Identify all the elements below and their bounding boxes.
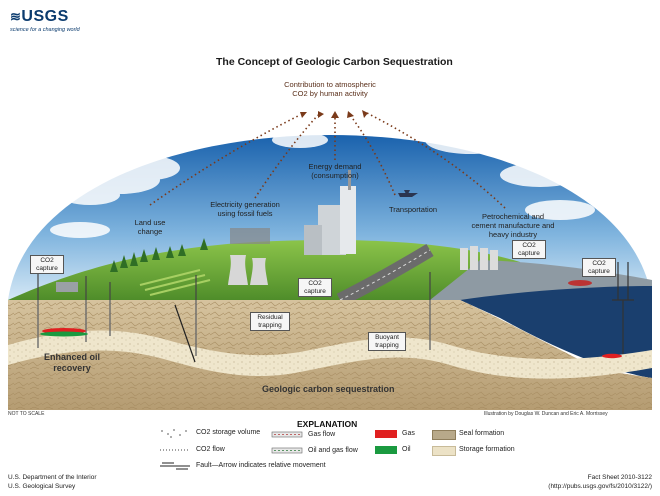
buoyant-line2: trapping: [375, 341, 399, 349]
industry-tanks: [460, 246, 498, 270]
ship: [568, 280, 592, 286]
label-electricity: Electricity generation using fossil fuel…: [200, 200, 290, 218]
oil-gas-flow-swatch: [271, 447, 303, 454]
co2-capture-left: CO2 capture: [30, 255, 64, 274]
label-electricity-line2: using fossil fuels: [217, 209, 273, 218]
label-land-use-line1: Land use: [134, 218, 166, 227]
legend-storage-swatch: [432, 446, 456, 456]
illustration-credit: Illustration by Douglas W. Duncan and Er…: [484, 411, 608, 417]
label-energy-line2: (consumption): [311, 171, 359, 180]
legend-seal-swatch: [432, 430, 456, 440]
co2-capture-offshore-line2: capture: [588, 267, 610, 275]
label-electricity-line1: Electricity generation: [210, 200, 280, 209]
legend-gas-flow: Gas flow: [308, 431, 336, 438]
not-to-scale: NOT TO SCALE: [8, 411, 45, 417]
offshore-rig: [612, 262, 634, 360]
label-energy: Energy demand (consumption): [295, 162, 375, 180]
legend-oil: Oil: [402, 446, 411, 453]
fault-swatch: [160, 462, 190, 470]
label-energy-line1: Energy demand: [308, 162, 362, 171]
label-petro-line2: cement manufacture and: [471, 221, 555, 230]
oil-trap: [40, 331, 88, 337]
label-land-use-line2: change: [137, 227, 163, 236]
co2-capture-left-line2: capture: [36, 264, 58, 272]
legend-seal: Seal formation: [459, 430, 505, 437]
residual-line2: trapping: [258, 321, 282, 329]
legend-co2-flow: CO2 flow: [196, 446, 225, 453]
legend-storage: Storage formation: [459, 446, 515, 453]
label-petrochemical: Petrochemical and cement manufacture and…: [458, 212, 568, 239]
usgs-logo: ≋USGS: [10, 8, 69, 26]
legend-oil-swatch: [375, 446, 397, 454]
label-buoyant-trapping: Buoyant trapping: [368, 332, 406, 351]
buoyant-line1: Buoyant: [375, 334, 399, 341]
arrow-heads: [300, 110, 368, 118]
label-atmospheric: Contribution to atmospheric CO2 by human…: [270, 80, 390, 98]
label-residual-trapping: Residual trapping: [250, 312, 290, 331]
footer-fact-sheet: Fact Sheet 2010-3122: [587, 474, 652, 481]
label-enhanced-oil: Enhanced oil recovery: [22, 352, 122, 374]
oil-pumps: [37, 270, 431, 300]
logo-wave-icon: ≋: [10, 9, 22, 24]
airplane: [398, 190, 418, 197]
co2-capture-industry: CO2 capture: [512, 240, 546, 259]
diagram-title: The Concept of Geologic Carbon Sequestra…: [216, 56, 453, 68]
logo-text: USGS: [21, 8, 69, 25]
label-atmospheric-line1: Contribution to atmospheric: [284, 80, 376, 89]
gas-trap-offshore: [602, 353, 622, 359]
eor-line1: Enhanced oil: [43, 352, 100, 362]
co2-capture-center: CO2 capture: [298, 278, 332, 297]
fault-line: [174, 304, 196, 363]
label-petro-line3: heavy industry: [488, 230, 538, 239]
clouds: [50, 78, 595, 238]
residual-line1: Residual: [257, 314, 283, 321]
label-transportation: Transportation: [378, 205, 448, 214]
co2-capture-industry-line1: CO2: [522, 242, 536, 249]
co2-capture-offshore: CO2 capture: [582, 258, 616, 277]
tank-left: [56, 282, 78, 292]
label-petro-line1: Petrochemical and: [481, 212, 545, 221]
power-plant: [228, 170, 356, 285]
label-land-use: Land use change: [120, 218, 180, 236]
legend-gas-swatch: [375, 430, 397, 438]
trees: [110, 238, 208, 272]
gas-flow-swatch: [271, 431, 303, 438]
co2-arrows: [149, 111, 506, 209]
legend-title: EXPLANATION: [297, 419, 358, 429]
co2-capture-offshore-line1: CO2: [592, 260, 606, 267]
footer-dept: U.S. Department of the Interior: [8, 474, 97, 481]
legend-fault: Fault—Arrow indicates relative movement: [196, 462, 326, 469]
footer-survey: U.S. Geological Survey: [8, 483, 76, 490]
eor-line2: recovery: [53, 363, 91, 373]
legend-co2-storage: CO2 storage volume: [196, 429, 261, 436]
legend-gas: Gas: [402, 430, 415, 437]
co2-storage-swatch: [161, 429, 187, 438]
label-geologic-sequestration: Geologic carbon sequestration: [262, 384, 395, 394]
co2-capture-center-line1: CO2: [308, 280, 322, 287]
farmland: [139, 269, 211, 296]
co2-capture-industry-line2: capture: [518, 249, 540, 257]
legend-oil-gas-flow: Oil and gas flow: [308, 447, 358, 454]
label-transportation-text: Transportation: [388, 205, 438, 214]
legend-symbols: [160, 429, 303, 470]
footer-url: (http://pubs.usgs.gov/fs/2010/3122/): [548, 483, 652, 490]
label-atmospheric-line2: CO2 by human activity: [292, 89, 368, 98]
wells: [37, 300, 431, 356]
co2-capture-center-line2: capture: [304, 287, 326, 295]
usgs-tagline: science for a changing world: [10, 27, 80, 33]
co2-capture-left-line1: CO2: [40, 257, 54, 264]
